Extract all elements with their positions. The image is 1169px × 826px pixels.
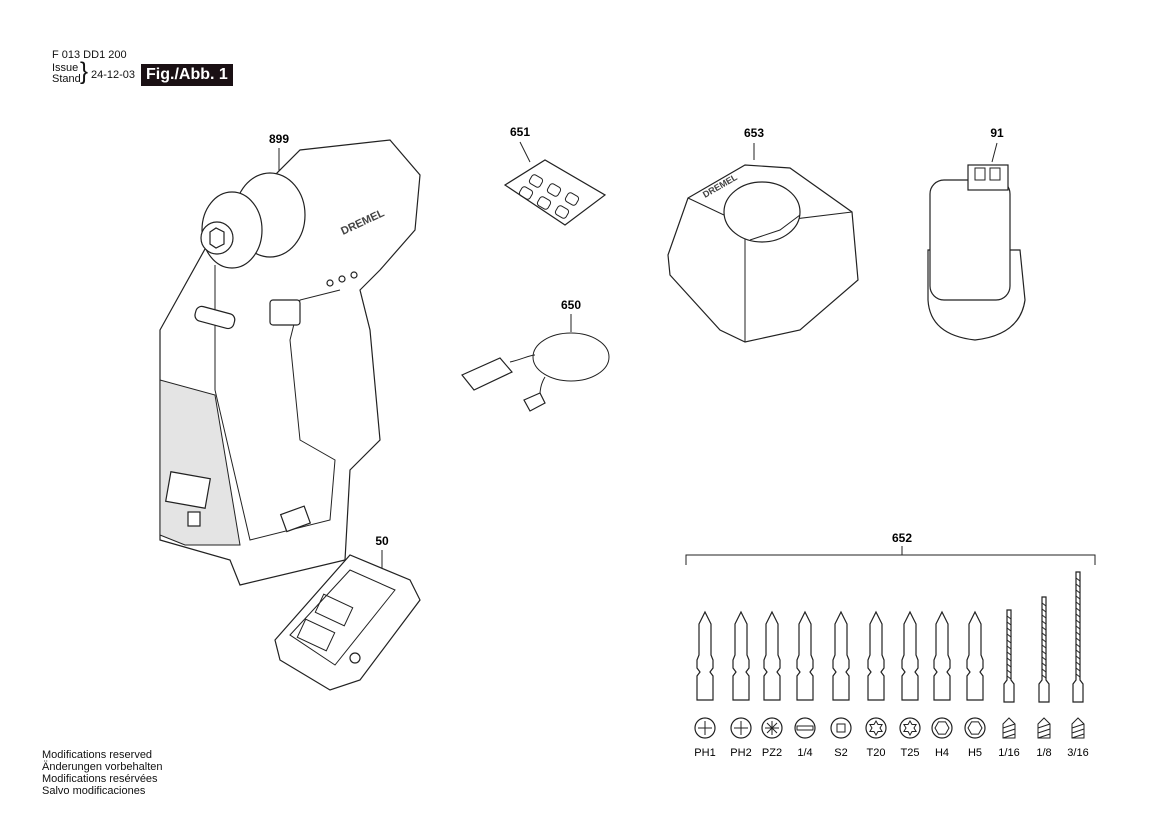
slot-tip-icon <box>794 717 816 739</box>
bit-shape <box>832 610 850 701</box>
part-number-650: 650 <box>561 298 581 312</box>
bit-7[interactable]: T25 <box>899 610 921 759</box>
bit-label: H5 <box>968 747 982 759</box>
bit-shape <box>796 610 814 701</box>
part-battery-cover[interactable]: 50 <box>274 534 421 691</box>
issue-label: Issue <box>52 62 79 74</box>
part-number-653: 653 <box>744 126 764 140</box>
part-number-91: 91 <box>990 126 1004 140</box>
part-charger[interactable]: 653 DREMEL <box>667 126 859 343</box>
part-stickers[interactable]: 651 <box>503 125 607 226</box>
issue-date: 24-12-03 <box>91 69 136 81</box>
bit-5[interactable]: S2 <box>830 610 852 759</box>
torx-tip-icon <box>865 717 887 739</box>
cross-tip-icon <box>694 717 716 739</box>
hex-tip-icon <box>931 717 953 739</box>
bit-shape <box>901 610 919 701</box>
part-number-652: 652 <box>892 531 912 545</box>
bit-4[interactable]: 1/4 <box>794 610 816 759</box>
bit-shape <box>966 610 984 701</box>
bit-1[interactable]: PH1 <box>694 610 716 759</box>
bit-shape <box>696 610 714 701</box>
bit-shape <box>1003 609 1015 703</box>
bit-label: S2 <box>834 747 847 759</box>
pozi-tip-icon <box>761 717 783 739</box>
bit-shape <box>1072 571 1084 703</box>
bit-shape <box>763 610 781 701</box>
notice-line: Modifications resérvées <box>42 773 158 785</box>
bit-6[interactable]: T20 <box>865 610 887 759</box>
notice-line: Modifications reserved <box>42 749 153 761</box>
drill-tip-icon <box>1037 717 1051 739</box>
bit-label: 3/16 <box>1067 747 1088 759</box>
bit-10[interactable]: 1/16 <box>998 609 1020 759</box>
notice-line: Salvo modificaciones <box>42 785 146 797</box>
bit-label: 1/4 <box>797 747 812 759</box>
part-bit-set[interactable]: 652 PH1 PH2 PZ2 1/4 S2 T20 T25 H4 H5 1/16 1/8 3/16 <box>685 531 1096 759</box>
figure-label: Fig./Abb. 1 <box>141 64 233 86</box>
notice-line: Änderungen vorbehalten <box>42 761 163 773</box>
part-number-651: 651 <box>510 125 530 139</box>
bit-shape <box>732 610 750 701</box>
torx-tip-icon <box>899 717 921 739</box>
bit-label: T20 <box>867 747 886 759</box>
document-number: F 013 DD1 200 <box>52 49 127 61</box>
bit-shape <box>1038 596 1050 703</box>
modifications-notice: Modifications reserved Änderungen vorbeh… <box>42 749 162 797</box>
part-number-899: 899 <box>269 132 289 146</box>
hex-tip-icon <box>964 717 986 739</box>
part-battery[interactable]: 91 <box>927 126 1026 341</box>
brace: } <box>80 58 89 85</box>
part-tool[interactable]: 899 DREMEL <box>159 132 421 586</box>
bit-label: PZ2 <box>762 747 782 759</box>
bit-3[interactable]: PZ2 <box>761 610 783 759</box>
bit-shape <box>867 610 885 701</box>
bit-label: PH2 <box>730 747 751 759</box>
drill-tip-icon <box>1071 717 1085 739</box>
cross-tip-icon <box>730 717 752 739</box>
bit-12[interactable]: 3/16 <box>1067 571 1089 759</box>
bit-label: 1/16 <box>998 747 1019 759</box>
stand-label: Stand <box>52 73 81 85</box>
bit-label: H4 <box>935 747 949 759</box>
bit-11[interactable]: 1/8 <box>1036 596 1052 759</box>
drill-tip-icon <box>1002 717 1016 739</box>
bit-shape <box>933 610 951 701</box>
bit-2[interactable]: PH2 <box>730 610 752 759</box>
bit-label: T25 <box>901 747 920 759</box>
bit-label: 1/8 <box>1036 747 1051 759</box>
bit-8[interactable]: H4 <box>931 610 953 759</box>
part-number-50: 50 <box>375 534 389 548</box>
bit-label: PH1 <box>694 747 715 759</box>
square-tip-icon <box>830 717 852 739</box>
part-usb-cable[interactable]: 650 <box>461 298 610 412</box>
bit-9[interactable]: H5 <box>964 610 986 759</box>
